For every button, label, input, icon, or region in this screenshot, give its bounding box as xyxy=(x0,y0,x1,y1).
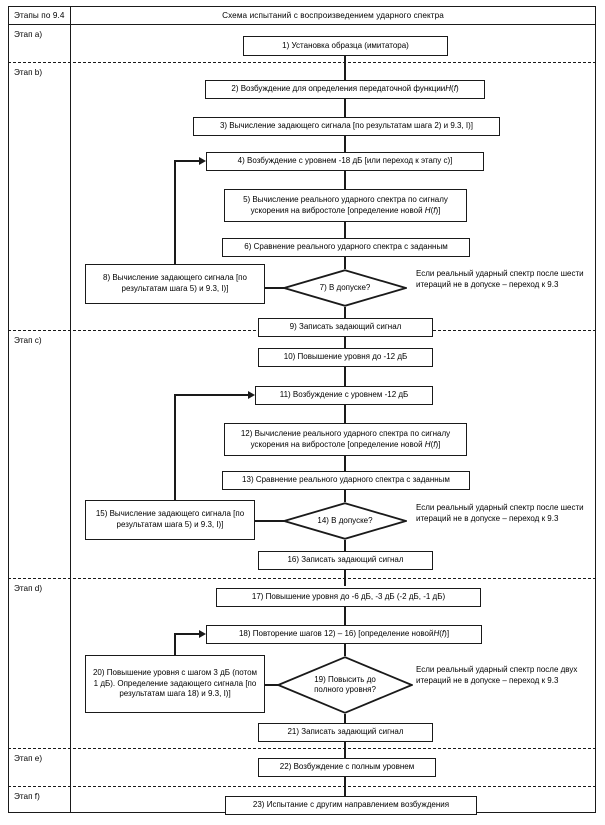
node-11-excite-minus12db[interactable]: 11) Возбуждение с уровнем -12 дБ xyxy=(255,386,433,405)
connector-17-to-18 xyxy=(344,607,346,625)
node-13-compare-spectra[interactable]: 13) Сравнение реального ударного спектра… xyxy=(222,471,470,490)
connector-10-to-11 xyxy=(344,367,346,386)
note-stage-d: Если реальный ударный спектр после двух … xyxy=(416,665,578,686)
connector-22-to-23 xyxy=(344,777,346,796)
connector-14-to-16 xyxy=(344,540,346,551)
connector-9-to-10 xyxy=(344,337,346,348)
connector-7-to-9 xyxy=(344,307,346,318)
connector-19-to-20 xyxy=(265,684,278,686)
node-1-install-specimen[interactable]: 1) Установка образца (имитатора) xyxy=(243,36,448,56)
decision-7-label: 7) В допуске? xyxy=(319,282,371,292)
arrowhead-to-node-11 xyxy=(248,391,255,399)
node-8-compute-drive-signal[interactable]: 8) Вычисление задающего сигнала [по резу… xyxy=(85,264,265,304)
stage-label-f: Этап f) xyxy=(14,792,40,801)
connector-6-to-7 xyxy=(344,257,346,269)
decision-14-in-tolerance[interactable]: 14) В допуске? xyxy=(283,502,407,540)
connector-15-up xyxy=(174,394,176,500)
note-stage-c: Если реальный ударный спектр после шести… xyxy=(416,503,584,524)
decision-19-label-line2: полного уровня? xyxy=(314,685,376,694)
node-17-raise-level-steps[interactable]: 17) Повышение уровня до -6 дБ, -3 дБ (-2… xyxy=(216,588,481,607)
stage-divider-e xyxy=(8,748,596,749)
stage-label-b: Этап b) xyxy=(14,68,43,77)
stage-divider-b xyxy=(8,62,596,63)
diagram-title: Схема испытаний с воспроизведением ударн… xyxy=(222,11,444,20)
connector-8-to-4 xyxy=(174,160,200,162)
connector-7-to-8 xyxy=(265,287,284,289)
connector-14-to-15 xyxy=(255,520,284,522)
connector-8-up xyxy=(174,160,176,264)
connector-15-to-11 xyxy=(174,394,249,396)
node-23-test-other-direction[interactable]: 23) Испытание с другим направлением возб… xyxy=(225,796,477,815)
node-12-compute-real-shock-spectrum[interactable]: 12) Вычисление реального ударного спектр… xyxy=(224,423,467,456)
node-18-repeat-steps[interactable]: 18) Повторение шагов 12) – 16) [определе… xyxy=(206,625,482,644)
node-22-excite-full-level[interactable]: 22) Возбуждение с полным уровнем xyxy=(258,758,436,777)
node-21-record-drive-signal[interactable]: 21) Записать задающий сигнал xyxy=(258,723,433,742)
arrowhead-to-node-18 xyxy=(199,630,206,638)
connector-20-up xyxy=(174,633,176,655)
node-5-text: 5) Вычисление реального ударного спектра… xyxy=(243,194,448,215)
connector-1-to-2 xyxy=(344,56,346,80)
node-9-record-drive-signal[interactable]: 9) Записать задающий сигнал xyxy=(258,318,433,337)
connector-20-to-18 xyxy=(174,633,200,635)
node-2-excitation-transfer-function[interactable]: 2) Возбуждение для определения передаточ… xyxy=(205,80,485,99)
node-20-text: 20) Повышение уровня с шагом 3 дБ (потом… xyxy=(92,667,258,699)
node-20-raise-level-3db-steps[interactable]: 20) Повышение уровня с шагом 3 дБ (потом… xyxy=(85,655,265,713)
connector-2-to-3 xyxy=(344,99,346,117)
connector-19-to-21 xyxy=(344,714,346,723)
header-stage-label: Этапы по 9.4 xyxy=(14,11,65,20)
decision-19-raise-to-full-level[interactable]: 19) Повысить до полного уровня? xyxy=(277,656,413,714)
decision-14-label: 14) В допуске? xyxy=(317,515,373,525)
connector-18-to-19 xyxy=(344,644,346,656)
connector-21-to-22 xyxy=(344,742,346,758)
stage-label-d: Этап d) xyxy=(14,584,43,593)
connector-5-to-6 xyxy=(344,222,346,238)
connector-4-to-5 xyxy=(344,171,346,189)
note-stage-b: Если реальный ударный спектр после шести… xyxy=(416,269,584,290)
connector-11-to-12 xyxy=(344,405,346,423)
node-12-text: 12) Вычисление реального ударного спектр… xyxy=(240,428,451,449)
stage-divider-d xyxy=(8,578,596,579)
stage-divider-f xyxy=(8,786,596,787)
arrowhead-to-node-4 xyxy=(199,157,206,165)
stage-label-a: Этап a) xyxy=(14,30,43,39)
node-15-compute-drive-signal[interactable]: 15) Вычисление задающего сигнала [по рез… xyxy=(85,500,255,540)
header-separator xyxy=(8,24,596,25)
node-6-compare-spectra[interactable]: 6) Сравнение реального ударного спектра … xyxy=(222,238,470,257)
connector-13-to-14 xyxy=(344,490,346,502)
node-16-record-drive-signal[interactable]: 16) Записать задающий сигнал xyxy=(258,551,433,570)
node-3-compute-drive-signal[interactable]: 3) Вычисление задающего сигнала [по резу… xyxy=(193,117,500,136)
node-8-text: 8) Вычисление задающего сигнала [по резу… xyxy=(103,273,247,293)
decision-7-in-tolerance[interactable]: 7) В допуске? xyxy=(283,269,407,307)
node-15-text: 15) Вычисление задающего сигнала [по рез… xyxy=(95,509,245,529)
node-10-raise-level-minus12db[interactable]: 10) Повышение уровня до -12 дБ xyxy=(258,348,433,367)
stage-column-divider xyxy=(70,6,71,813)
decision-19-label-line1: 19) Повысить до xyxy=(314,674,376,684)
connector-3-to-4 xyxy=(344,136,346,152)
node-5-compute-real-shock-spectrum[interactable]: 5) Вычисление реального ударного спектра… xyxy=(224,189,467,222)
stage-label-e: Этап e) xyxy=(14,754,43,763)
stage-label-c: Этап c) xyxy=(14,336,42,345)
connector-12-to-13 xyxy=(344,456,346,471)
connector-16-to-17 xyxy=(344,570,346,586)
node-4-excite-minus18db[interactable]: 4) Возбуждение с уровнем -18 дБ [или пер… xyxy=(206,152,484,171)
